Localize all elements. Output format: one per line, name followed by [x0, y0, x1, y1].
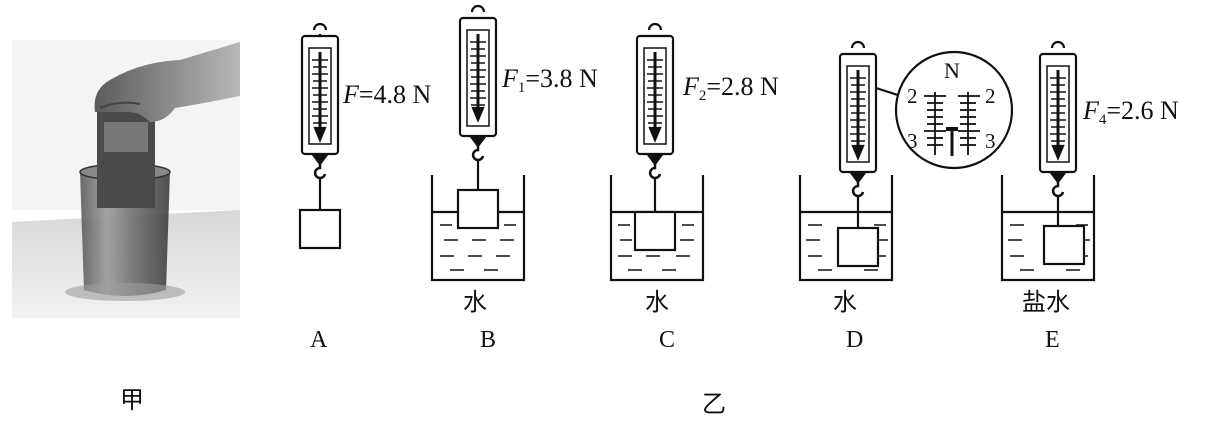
zoom-unit-label: N — [944, 58, 960, 83]
water-lines-d — [806, 224, 888, 271]
block-e — [1042, 224, 1086, 266]
figure-label-yi: 乙 — [702, 390, 726, 418]
zoom-tick-2-right: 2 — [985, 84, 996, 108]
liquid-label-b: 水 — [463, 288, 487, 316]
setup-e — [1000, 40, 1096, 282]
liquid-label-c: 水 — [645, 288, 669, 316]
figure-label-jia: 甲 — [120, 386, 144, 414]
force-reading-e: F4=2.6 N — [1083, 96, 1179, 128]
block-b — [456, 188, 500, 230]
beaker-e — [1000, 175, 1096, 282]
beaker-d — [798, 175, 894, 282]
zoom-tick-3-right: 3 — [985, 129, 996, 153]
setup-label-a: A — [310, 327, 328, 353]
liquid-label-d: 水 — [833, 288, 857, 316]
setup-a — [298, 22, 342, 250]
spring-scale-b — [458, 4, 498, 162]
force-reading-a: F=4.8 N — [343, 80, 432, 109]
force-reading-b: F1=3.8 N — [502, 64, 598, 96]
block-d — [836, 226, 880, 268]
water-lines-c — [618, 224, 694, 271]
zoom-tick-3-left: 3 — [907, 129, 918, 153]
spring-scale-a — [300, 22, 340, 180]
block-a — [298, 208, 342, 250]
spring-scale-c — [635, 22, 675, 180]
liquid-label-e: 盐水 — [1022, 288, 1070, 316]
zoom-scale — [924, 92, 980, 155]
block-c — [633, 210, 677, 252]
setup-label-e: E — [1045, 327, 1060, 353]
photo-hand-dipping-block — [12, 40, 240, 318]
setup-label-d: D — [846, 327, 864, 353]
setup-label-b: B — [480, 327, 497, 353]
beaker-c — [609, 175, 705, 282]
setup-label-c: C — [659, 327, 676, 353]
beaker-b — [430, 175, 526, 282]
setup-b — [430, 4, 526, 282]
spring-scale-e — [1038, 40, 1078, 198]
zoom-indicator — [946, 127, 958, 131]
zoom-tick-2-left: 2 — [907, 84, 918, 108]
setup-d — [798, 40, 1014, 282]
spring-scale-d — [838, 40, 878, 198]
zoom-circle — [894, 50, 1014, 170]
force-reading-c: F2=2.8 N — [683, 72, 779, 104]
setup-c — [609, 22, 705, 282]
water-lines-b — [440, 224, 516, 271]
